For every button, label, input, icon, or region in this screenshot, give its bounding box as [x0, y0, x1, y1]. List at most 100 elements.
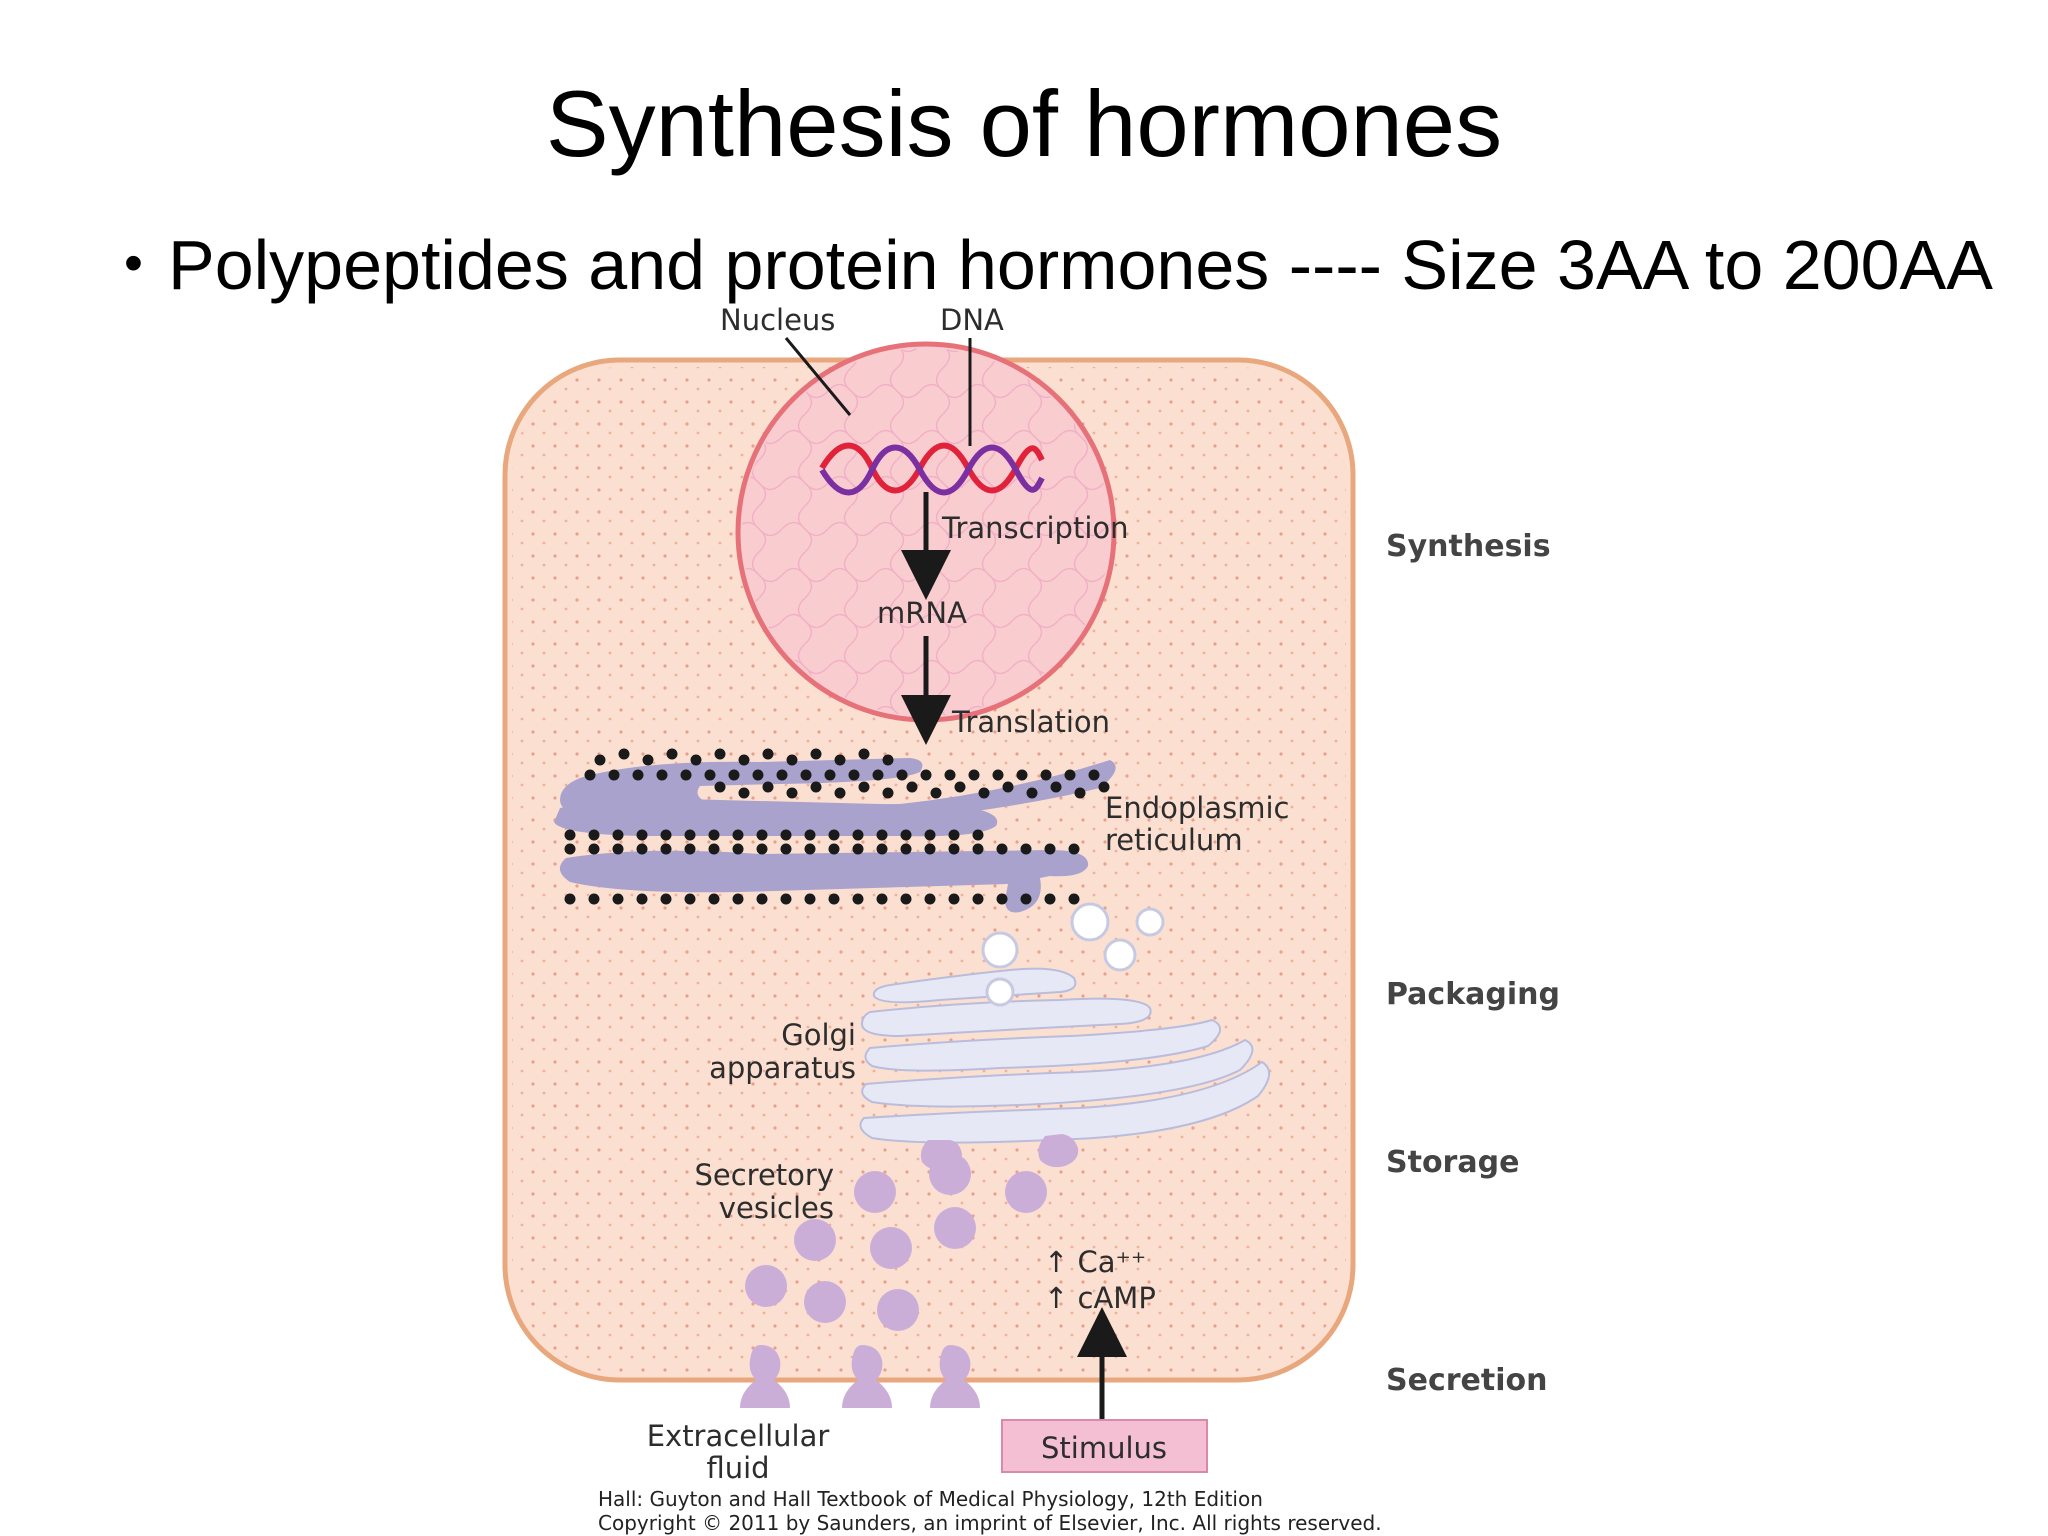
er-cisterna-bottom: [559, 850, 1089, 913]
secretory-vesicles: [745, 1153, 1047, 1331]
ribosome: [632, 769, 644, 781]
ribosome: [728, 769, 740, 781]
secretory-vesicle: [854, 1171, 896, 1213]
stage-synthesis: Synthesis: [1386, 529, 1551, 564]
ribosome: [1068, 893, 1080, 905]
ribosome: [810, 748, 822, 760]
stage-secretion: Secretion: [1386, 1363, 1547, 1398]
transport-vesicles: [981, 902, 1165, 1007]
secretory-vesicle: [929, 1153, 971, 1195]
ribosome: [876, 829, 888, 841]
ribosome: [882, 787, 894, 799]
ribosome: [972, 843, 984, 855]
ribosome: [1068, 843, 1080, 855]
ribosome: [708, 893, 720, 905]
label-nucleus: Nucleus: [720, 303, 835, 337]
ribosome: [684, 829, 696, 841]
ribosome: [992, 769, 1004, 781]
ribosome: [708, 843, 720, 855]
golgi-cisterna-1: [872, 967, 1077, 1004]
ribosome: [594, 754, 606, 766]
ribosome: [948, 893, 960, 905]
ribosome: [752, 769, 764, 781]
ribosome: [900, 843, 912, 855]
ribosome: [834, 787, 846, 799]
ribosomes: [564, 748, 1110, 905]
ribosome: [584, 769, 596, 781]
label-translation: Translation: [951, 705, 1110, 739]
ribosome: [924, 893, 936, 905]
label-extracellular-line1: Extracellular: [647, 1419, 830, 1453]
golgi-cisterna-5: [859, 1060, 1270, 1144]
ribosome: [660, 893, 672, 905]
ribosome: [564, 893, 576, 905]
ribosome: [872, 769, 884, 781]
ribosome: [612, 843, 624, 855]
ribosome: [900, 893, 912, 905]
secretory-vesicle: [794, 1219, 836, 1261]
secretory-vesicle: [745, 1265, 787, 1307]
ribosome: [1088, 769, 1100, 781]
ribosome: [930, 787, 942, 799]
ribosome: [900, 829, 912, 841]
ribosome: [666, 748, 678, 760]
ribosome: [636, 893, 648, 905]
ribosome: [944, 769, 956, 781]
exocytosis-vesicle: [740, 1345, 790, 1408]
ribosome: [996, 893, 1008, 905]
stimulus-box: [1001, 1419, 1208, 1473]
ribosome: [690, 754, 702, 766]
ribosome: [738, 787, 750, 799]
ribosome: [852, 843, 864, 855]
ribosome: [882, 754, 894, 766]
ribosome: [972, 829, 984, 841]
ribosome: [876, 893, 888, 905]
ribosome: [828, 843, 840, 855]
secretory-vesicle: [1005, 1171, 1047, 1213]
ribosome: [684, 843, 696, 855]
ribosome: [948, 843, 960, 855]
ribosome: [1026, 787, 1038, 799]
ribosome: [732, 893, 744, 905]
slide-title: Synthesis of hormones: [545, 71, 1503, 176]
label-dna: DNA: [940, 303, 1004, 337]
ribosome: [732, 843, 744, 855]
ribosome: [612, 829, 624, 841]
ribosome: [996, 843, 1008, 855]
secretory-vesicle: [934, 1207, 976, 1249]
secretory-vesicle: [870, 1227, 912, 1269]
ribosome: [756, 893, 768, 905]
ribosome: [800, 769, 812, 781]
stage-storage: Storage: [1386, 1145, 1519, 1180]
ribosome: [776, 769, 788, 781]
ribosome: [852, 893, 864, 905]
ribosome: [588, 893, 600, 905]
ribosome: [618, 748, 630, 760]
label-golgi-line1: Golgi: [781, 1018, 856, 1052]
ribosome: [588, 829, 600, 841]
transport-vesicle: [1103, 938, 1137, 972]
exocytosis-vesicles: [740, 1345, 980, 1408]
ribosome: [762, 748, 774, 760]
ribosome: [738, 754, 750, 766]
ribosome: [780, 893, 792, 905]
transport-vesicle: [981, 931, 1019, 969]
ribosome: [896, 769, 908, 781]
ribosome: [714, 781, 726, 793]
ribosome: [756, 843, 768, 855]
ribosome: [780, 843, 792, 855]
ribosome: [924, 829, 936, 841]
label-ca: ↑ Ca⁺⁺: [1044, 1245, 1146, 1279]
nucleus-leader-line: [784, 337, 852, 416]
ribosome: [564, 843, 576, 855]
secretory-vesicle: [804, 1281, 846, 1323]
golgi-cisterna-3: [864, 1018, 1221, 1072]
golgi-apparatus: [859, 967, 1270, 1144]
ribosome: [852, 829, 864, 841]
ribosome: [588, 843, 600, 855]
golgi-cisterna-2: [860, 997, 1152, 1038]
ribosome: [708, 829, 720, 841]
ribosome: [1002, 781, 1014, 793]
golgi-bud: [1038, 1134, 1079, 1168]
